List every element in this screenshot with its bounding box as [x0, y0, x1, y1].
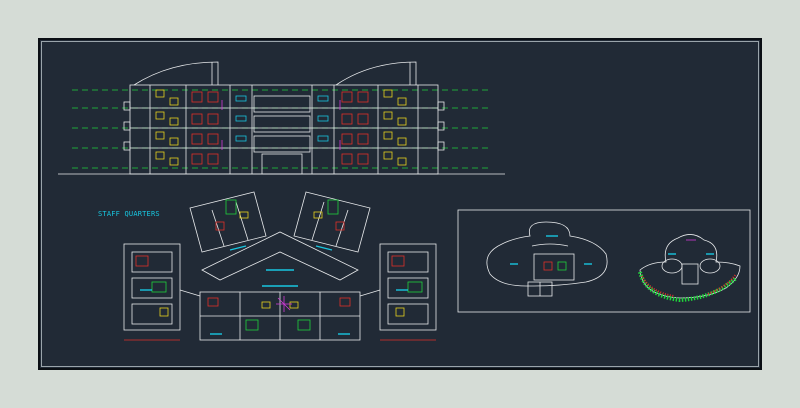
plan-fixtures-green: [151, 199, 423, 331]
level-lines: [72, 89, 490, 169]
drawing-title: STAFF QUARTERS: [98, 210, 160, 218]
plan-doors-yellow: [159, 211, 405, 317]
detail-viewport: [457, 209, 751, 313]
drawing-sheet: STAFF QUARTERS: [38, 38, 762, 370]
elevation-windows: [155, 89, 407, 166]
plan-labels-cyan: [140, 245, 408, 335]
plan-accents-magenta: [276, 296, 292, 312]
staff-quarters-plan: [123, 191, 437, 341]
oval-plan-outline: [486, 221, 608, 297]
plan-walls: [123, 191, 437, 341]
front-elevation: [58, 61, 505, 175]
hatched-plan-outline: [638, 234, 741, 303]
cad-drawing: [58, 61, 751, 341]
plan-furniture-red: [124, 221, 436, 341]
building-outline: [123, 61, 445, 175]
